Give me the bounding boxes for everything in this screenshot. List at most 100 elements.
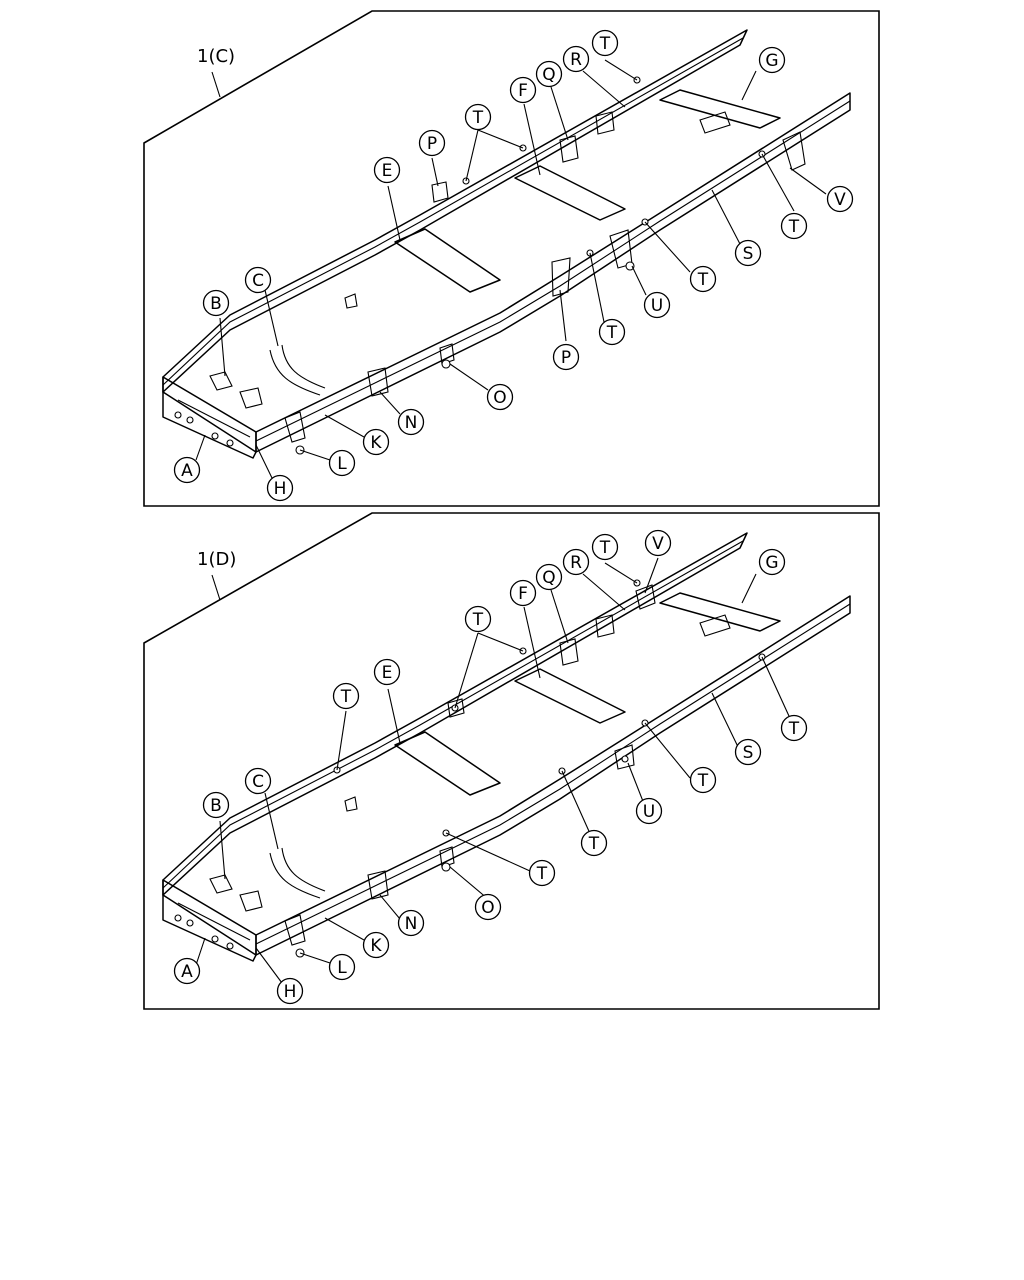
frame-chassis [162, 532, 851, 962]
panel-frame [143, 10, 880, 507]
callout-n: N [397, 909, 425, 937]
callout-circle [535, 563, 563, 591]
callout-h: H [266, 474, 294, 502]
callout-letter: U [651, 296, 663, 316]
callout-letter: S [743, 743, 754, 763]
callout-c: C [244, 266, 272, 294]
callout-circle [486, 383, 514, 411]
callout-circle [509, 579, 537, 607]
callout-circle [591, 533, 619, 561]
callout-circle [362, 428, 390, 456]
callout-t: T [689, 265, 717, 293]
callout-letter: T [599, 34, 611, 54]
callout-letter: R [570, 553, 582, 573]
callout-letter: T [697, 771, 709, 791]
callout-letter: K [370, 433, 382, 453]
callout-circle [580, 829, 608, 857]
callout-circle [418, 129, 446, 157]
callout-letter: H [274, 479, 287, 499]
callout-letter: O [493, 388, 506, 408]
callout-letter: H [284, 982, 297, 1002]
callout-circle [734, 239, 762, 267]
callout-l: L [328, 953, 356, 981]
callout-b: B [202, 791, 230, 819]
callout-s: S [734, 738, 762, 766]
callout-letter: A [181, 461, 193, 481]
callout-circle [780, 714, 808, 742]
callout-circle [528, 859, 556, 887]
callout-circle [643, 291, 671, 319]
callout-circle [758, 548, 786, 576]
callout-letter: T [472, 108, 484, 128]
callout-t: T [780, 714, 808, 742]
callout-letter: V [652, 534, 664, 554]
callout-r: R [562, 548, 590, 576]
callout-circle [689, 265, 717, 293]
callout-letter: R [570, 50, 582, 70]
callout-circle [173, 957, 201, 985]
callout-v: V [644, 529, 672, 557]
callout-t: T [464, 103, 492, 131]
callout-circle [758, 46, 786, 74]
callout-circle [373, 156, 401, 184]
callout-letter: E [382, 161, 393, 181]
variant-leader [211, 71, 221, 98]
callout-t: T [464, 605, 492, 633]
callout-letter: P [427, 134, 437, 154]
callout-letter: T [606, 323, 618, 343]
callout-circle [464, 605, 492, 633]
callout-b: B [202, 289, 230, 317]
callout-letter: N [405, 413, 418, 433]
callout-t: T [689, 766, 717, 794]
callout-k: K [362, 428, 390, 456]
callout-t: T [591, 29, 619, 57]
panel-frame [143, 512, 880, 1010]
callout-u: U [643, 291, 671, 319]
callout-circle [562, 548, 590, 576]
callout-t: T [780, 212, 808, 240]
callout-leaders [195, 557, 795, 984]
callout-t: T [580, 829, 608, 857]
variant-label: 1(D) [197, 549, 236, 570]
callout-letter: C [252, 772, 264, 792]
callout-circle [362, 931, 390, 959]
panel-1c: 1(C) [143, 10, 880, 507]
callout-s: S [734, 239, 762, 267]
callout-circle [644, 529, 672, 557]
callout-letter: L [337, 454, 347, 474]
callout-letter: T [788, 719, 800, 739]
callout-letter: T [788, 217, 800, 237]
callout-circle [266, 474, 294, 502]
callout-circle [591, 29, 619, 57]
callout-letter: F [518, 584, 528, 604]
callout-v: V [826, 185, 854, 213]
callout-circle [826, 185, 854, 213]
callout-f: F [509, 579, 537, 607]
callout-circle [635, 797, 663, 825]
callout-t: T [598, 318, 626, 346]
callout-o: O [474, 893, 502, 921]
callout-e: E [373, 658, 401, 686]
callout-circle [474, 893, 502, 921]
callout-letter: N [405, 914, 418, 934]
callout-letter: E [382, 663, 393, 683]
callout-letter: L [337, 958, 347, 978]
callout-circle [397, 909, 425, 937]
callout-letter: T [588, 834, 600, 854]
callout-letter: T [697, 270, 709, 290]
callout-circle [780, 212, 808, 240]
callout-letter: G [765, 51, 778, 71]
callout-p: P [552, 343, 580, 371]
callout-a: A [173, 957, 201, 985]
callout-a: A [173, 456, 201, 484]
callout-circle [244, 767, 272, 795]
frame-chassis [162, 29, 851, 459]
callout-h: H [276, 977, 304, 1005]
callout-u: U [635, 797, 663, 825]
callout-circle [332, 682, 360, 710]
callout-circle [202, 289, 230, 317]
callout-circle [562, 45, 590, 73]
